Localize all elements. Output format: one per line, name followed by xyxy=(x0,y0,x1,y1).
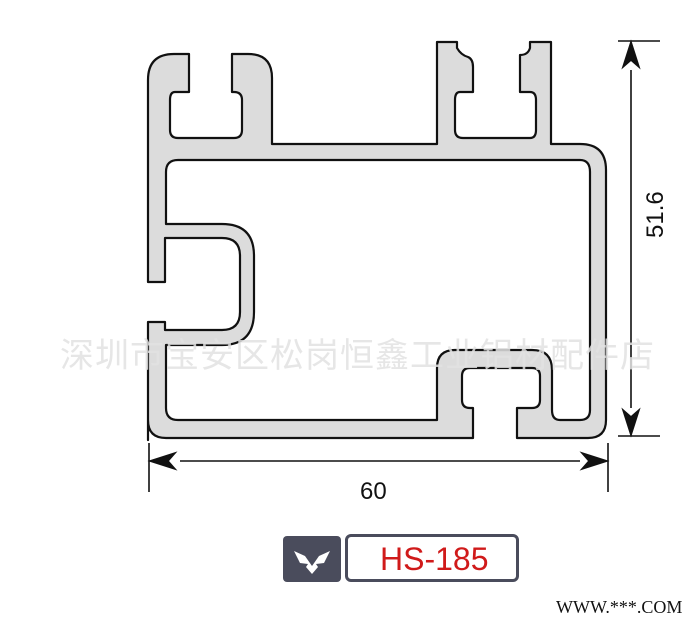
model-code-badge: HS-185 xyxy=(345,534,519,582)
brand-logo xyxy=(283,536,341,582)
eagle-wings-icon xyxy=(294,551,330,574)
width-dimension-label: 60 xyxy=(360,478,387,505)
website-footer: WWW.***.COM xyxy=(556,597,683,617)
width-dimension xyxy=(147,443,610,492)
height-dimension xyxy=(618,39,660,438)
height-dimension-label: 51.6 xyxy=(642,191,669,238)
model-code: HS-185 xyxy=(380,541,489,577)
inner-cavity xyxy=(164,158,592,422)
